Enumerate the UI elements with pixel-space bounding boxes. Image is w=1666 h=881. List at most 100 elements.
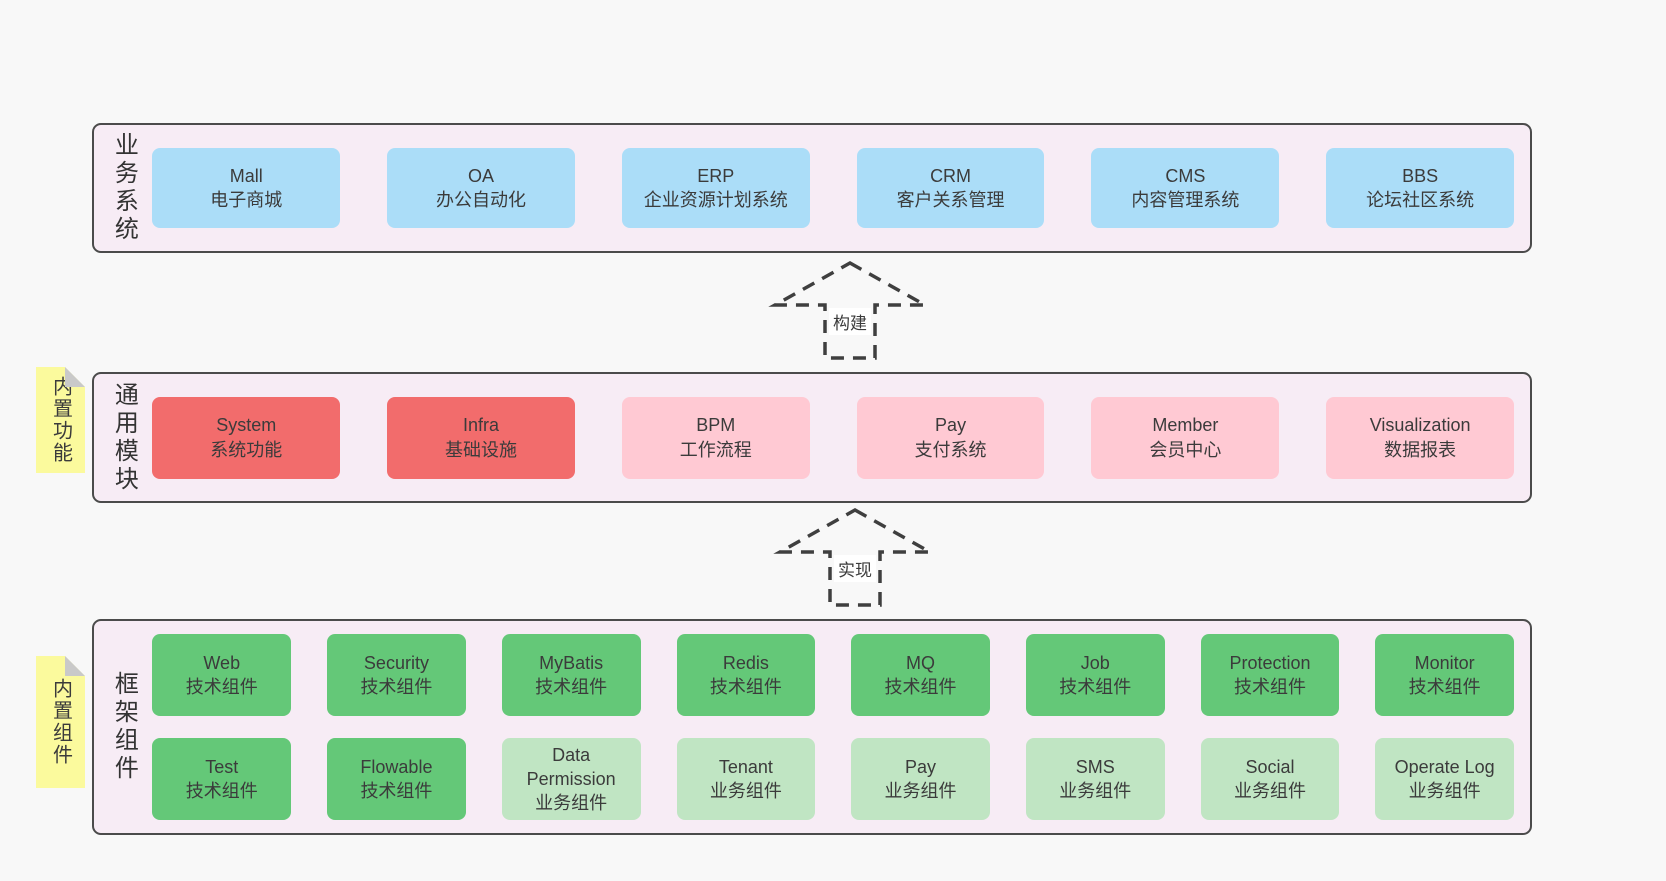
node-title: SMS [1075,756,1115,777]
node-subtitle: 业务组件 [884,781,957,801]
node-title: Social [1245,756,1295,777]
node-social: Social 业务组件 [1200,738,1340,820]
arrow-build: 构建 [765,258,935,362]
node-subtitle: 基础设施 [445,439,518,460]
node-subtitle: 数据报表 [1384,439,1457,460]
node-infra: Infra 基础设施 [387,396,575,479]
node-title: ERP [697,165,735,186]
node-data-permission: Data Permission 业务组件 [501,738,641,820]
node-subtitle: 技术组件 [1408,677,1481,697]
section-business-systems: 业务系统 Mall 电子商城 OA 办公自动化 ERP 企业资源计划系统 CRM… [92,123,1532,253]
node-subtitle: 会员中心 [1149,439,1222,460]
node-title: Job [1080,652,1110,673]
section-label: 业务系统 [110,132,138,244]
arrow-label: 构建 [829,308,871,335]
node-title: Data Permission [526,744,616,789]
node-subtitle: 业务组件 [1408,781,1481,801]
node-member: Member 会员中心 [1091,396,1280,479]
node-cms: CMS 内容管理系统 [1091,148,1280,228]
node-redis: Redis 技术组件 [676,634,816,716]
node-subtitle: 内容管理系统 [1131,190,1240,210]
node-title: Protection [1229,652,1311,673]
node-subtitle: 技术组件 [535,677,608,697]
node-title: Flowable [360,756,433,777]
arrow-implement: 实现 [770,505,940,609]
note-fold-icon [65,656,85,676]
node-title: MyBatis [539,652,604,673]
node-subtitle: 系统功能 [210,439,283,460]
node-subtitle: 技术组件 [360,781,433,801]
node-test: Test 技术组件 [152,738,292,820]
node-title: CRM [930,165,972,186]
node-title: Monitor [1414,652,1475,673]
node-operate-log: Operate Log 业务组件 [1375,738,1515,820]
node-subtitle: 业务组件 [709,781,782,801]
node-title: Test [205,756,239,777]
node-title: MQ [906,652,936,673]
node-subtitle: 技术组件 [185,677,258,697]
node-subtitle: 客户关系管理 [896,190,1005,210]
node-title: BBS [1402,165,1439,186]
node-subtitle: 工作流程 [679,439,752,460]
node-monitor: Monitor 技术组件 [1375,634,1515,716]
node-erp: ERP 企业资源计划系统 [621,148,810,228]
node-title: System [216,415,277,436]
node-title: Infra [463,415,500,436]
node-subtitle: 技术组件 [1233,677,1306,697]
node-subtitle: 论坛社区系统 [1366,190,1475,210]
node-title: Tenant [718,756,773,777]
node-title: Mall [229,165,263,186]
node-title: Pay [935,415,967,436]
node-mq: MQ 技术组件 [851,634,990,716]
node-subtitle: 技术组件 [360,677,433,697]
section-label: 通用模块 [110,381,138,494]
dashed-up-arrow-icon [768,260,932,360]
node-pay-module: Pay 支付系统 [856,396,1045,479]
node-sms: SMS 业务组件 [1025,738,1165,820]
node-subtitle: 业务组件 [1233,781,1306,801]
sticky-note-label: 内置组件 [49,678,72,766]
node-pay-component: Pay 业务组件 [851,738,990,820]
node-system: System 系统功能 [152,396,341,479]
arrow-label: 实现 [834,555,876,582]
node-subtitle: 电子商城 [210,190,283,210]
node-visualization: Visualization 数据报表 [1326,396,1514,479]
node-subtitle: 支付系统 [914,439,987,460]
node-title: Member [1152,415,1219,436]
node-flowable: Flowable 技术组件 [327,738,466,820]
node-web: Web 技术组件 [152,634,292,716]
node-subtitle: 技术组件 [185,781,258,801]
sticky-note-builtin-components: 内置组件 [36,656,85,788]
node-subtitle: 办公自动化 [436,190,527,210]
node-title: Pay [905,756,937,777]
node-title: Visualization [1369,415,1471,436]
node-title: OA [468,165,495,186]
dashed-up-arrow-icon [773,507,937,607]
node-protection: Protection 技术组件 [1200,634,1340,716]
section-label: 框架组件 [110,671,138,783]
section-common-modules: 通用模块 System 系统功能 Infra 基础设施 BPM 工作流程 Pay… [92,372,1532,503]
node-title: Web [203,652,241,673]
node-subtitle: 业务组件 [535,793,608,814]
node-title: Redis [722,652,769,673]
node-job: Job 技术组件 [1025,634,1165,716]
node-subtitle: 技术组件 [884,677,957,697]
node-title: Operate Log [1394,756,1495,777]
note-fold-icon [65,367,85,387]
node-mybatis: MyBatis 技术组件 [501,634,641,716]
node-mall: Mall 电子商城 [152,148,341,228]
node-security: Security 技术组件 [327,634,466,716]
sticky-note-label: 内置功能 [49,376,72,464]
node-title: BPM [696,415,736,436]
node-subtitle: 业务组件 [1059,781,1132,801]
node-bbs: BBS 论坛社区系统 [1326,148,1514,228]
node-bpm: BPM 工作流程 [621,396,810,479]
node-subtitle: 企业资源计划系统 [643,190,788,210]
node-tenant: Tenant 业务组件 [676,738,816,820]
node-title: Security [363,652,429,673]
node-crm: CRM 客户关系管理 [856,148,1045,228]
node-title: CMS [1165,165,1206,186]
node-oa: OA 办公自动化 [387,148,575,228]
node-subtitle: 技术组件 [709,677,782,697]
